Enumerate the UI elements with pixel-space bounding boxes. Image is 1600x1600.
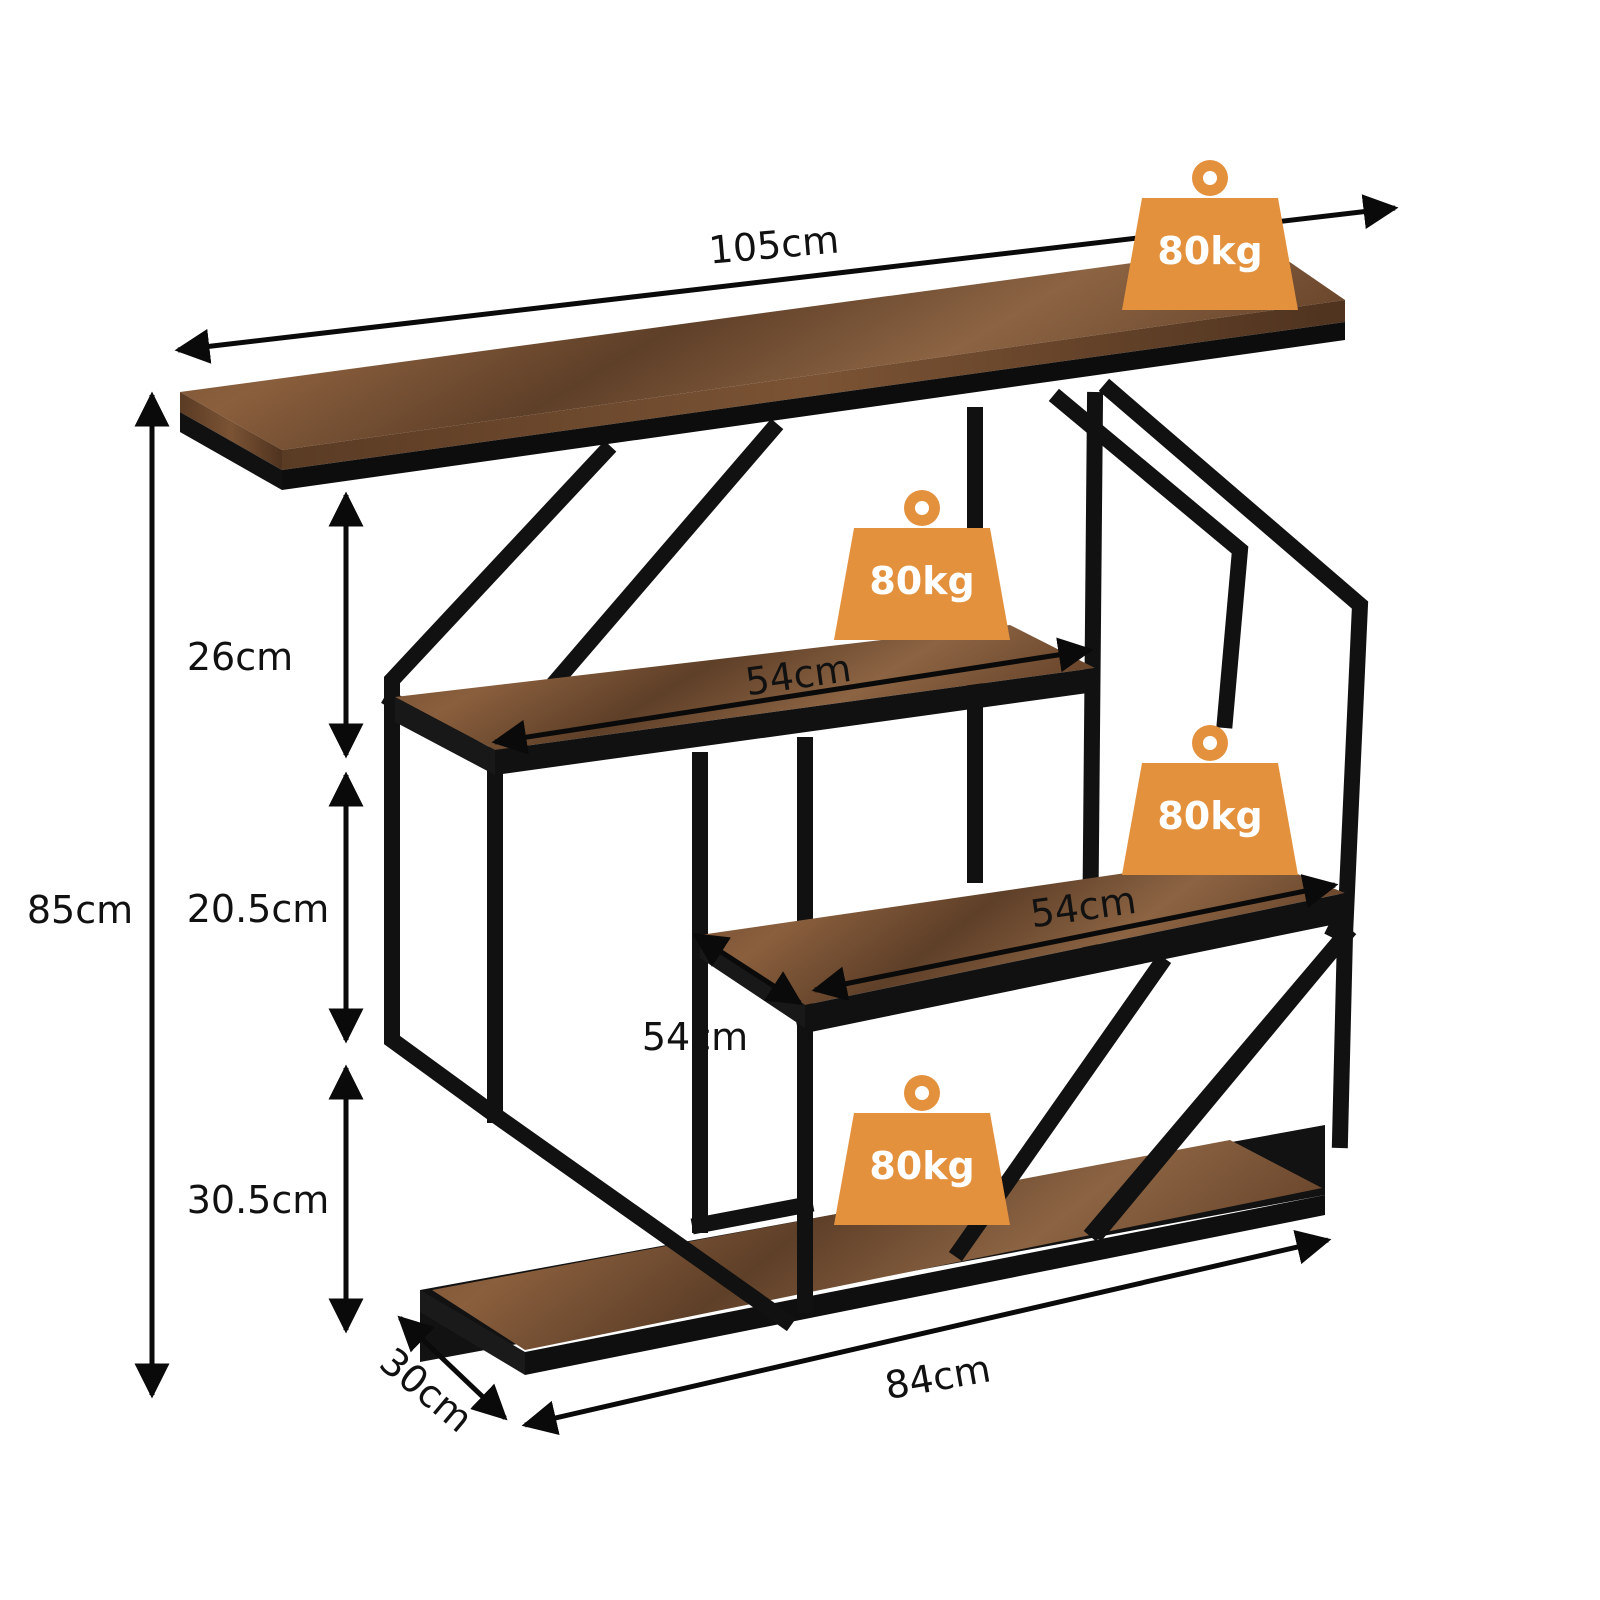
weight-icon bbox=[1122, 198, 1298, 310]
weight-label-top: 80kg bbox=[1157, 229, 1262, 273]
middle-shelf-depth-label: 54cm bbox=[642, 1015, 748, 1059]
middle-gap-label: 20.5cm bbox=[187, 887, 330, 931]
upper-shelf bbox=[395, 625, 1095, 775]
base-width-arrow bbox=[521, 1230, 1332, 1435]
base-width-label: 84cm bbox=[882, 1346, 994, 1408]
top-width-label: 105cm bbox=[707, 217, 841, 272]
weight-badge-base: 80kg bbox=[834, 1075, 1010, 1225]
lower-gap-label: 30.5cm bbox=[187, 1178, 330, 1222]
dimension-arrows bbox=[134, 194, 1399, 1435]
weight-label-middle-shelf: 80kg bbox=[1157, 794, 1262, 838]
total-height-label: 85cm bbox=[27, 888, 133, 932]
weight-label-upper-shelf: 80kg bbox=[869, 559, 974, 603]
weight-icon bbox=[1122, 763, 1298, 875]
weight-badge-middle-shelf: 80kg bbox=[1122, 725, 1298, 875]
upper-gap-label: 26cm bbox=[187, 635, 293, 679]
weight-badge-top: 80kg bbox=[1122, 160, 1298, 310]
weight-icon bbox=[834, 1113, 1010, 1225]
middle-shelf-depth-arrow bbox=[692, 932, 803, 1006]
middle-shelf-length-arrow bbox=[811, 874, 1339, 1001]
weight-badge-upper-shelf: 80kg bbox=[834, 490, 1010, 640]
weight-icon bbox=[834, 528, 1010, 640]
depth-arrow bbox=[397, 1315, 508, 1421]
upper-shelf-length-arrow bbox=[491, 637, 1094, 755]
weight-label-base: 80kg bbox=[869, 1144, 974, 1188]
